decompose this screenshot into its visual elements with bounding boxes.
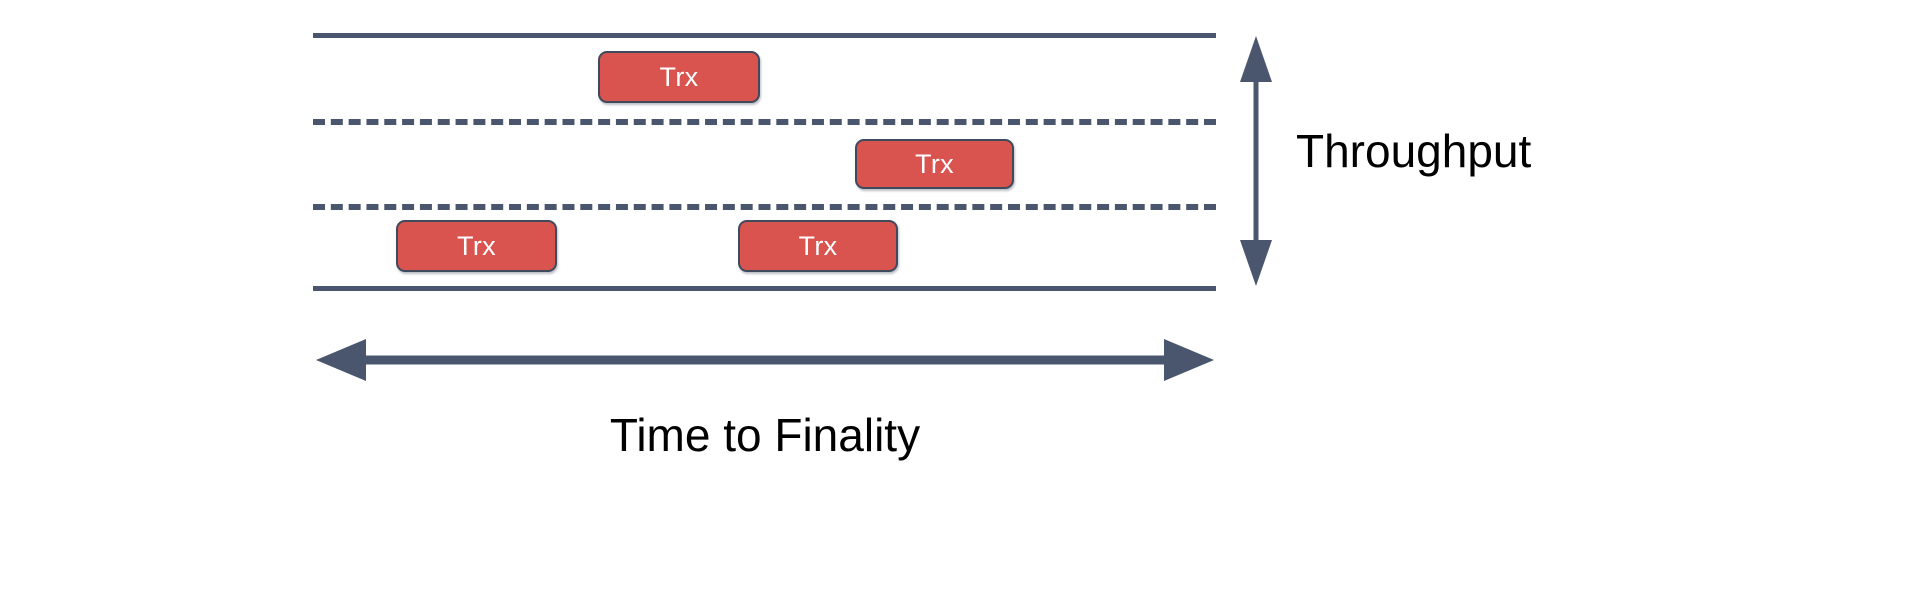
trx-block-label: Trx <box>457 230 496 261</box>
throughput-arrow-icon <box>1240 36 1272 286</box>
lane-divider-2 <box>313 204 1216 210</box>
time-to-finality-label: Time to Finality <box>609 409 921 461</box>
trx-block[interactable]: Trx <box>855 139 1014 189</box>
lane-top-boundary <box>313 33 1216 38</box>
trx-block-label: Trx <box>915 148 954 179</box>
time-to-finality-arrow-icon <box>316 339 1214 381</box>
trx-block-label: Trx <box>659 61 699 92</box>
trx-block[interactable]: Trx <box>598 51 760 103</box>
trx-block[interactable]: Trx <box>396 220 557 272</box>
lane-divider-1 <box>313 119 1216 125</box>
lane-bottom-boundary <box>313 286 1216 291</box>
trx-block-label: Trx <box>798 230 838 261</box>
trx-block[interactable]: Trx <box>738 220 898 272</box>
throughput-label: Throughput <box>1296 125 1532 177</box>
